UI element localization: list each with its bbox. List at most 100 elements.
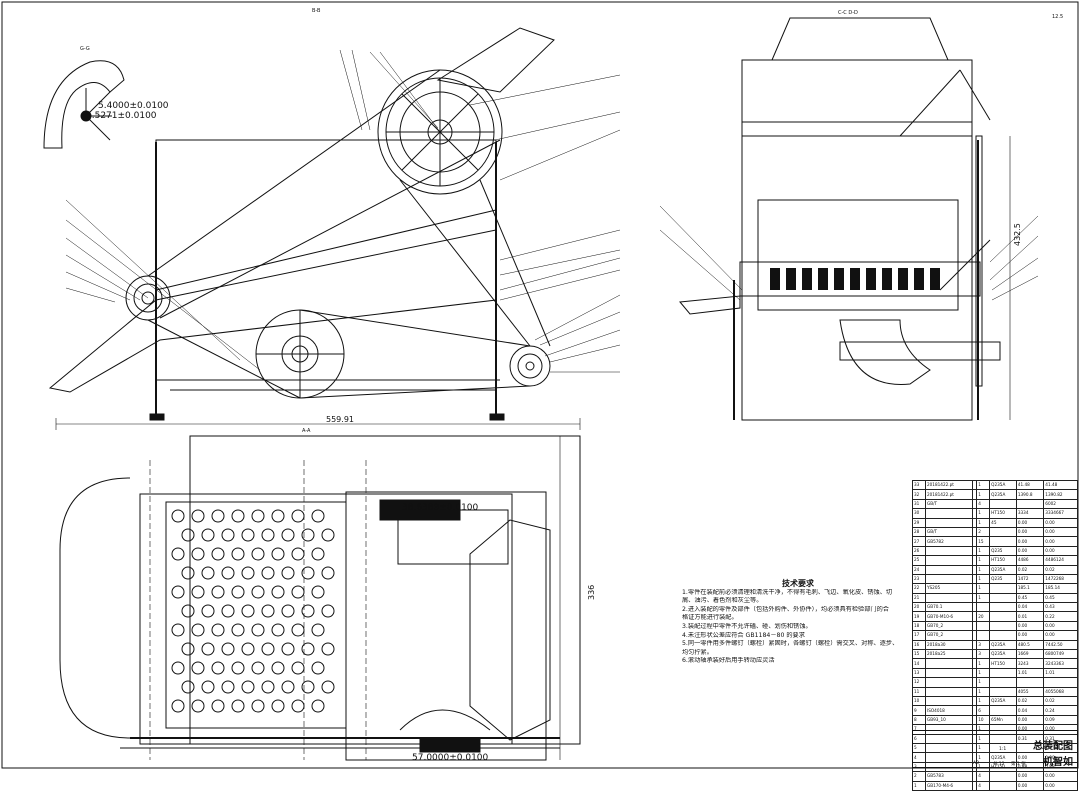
bom-cell: ISO4018 [924,705,973,716]
bom-cell: 33 [912,479,926,491]
dimension-gg-2: 5.5271±0.0100 [86,111,157,121]
hole [221,528,235,542]
bom-cell: 0.00 [1015,620,1045,632]
bom-cell: 32 [912,489,926,500]
bom-cell: 1 [976,508,991,519]
hole [281,528,295,542]
paper-size: A0 [973,761,979,766]
hole [201,566,215,580]
bom-cell [989,583,1017,594]
hole [261,680,275,694]
bom-cell: 23 [912,573,926,585]
bom-cell: 29 [912,517,926,528]
hole [321,680,335,694]
perforation-holes [171,509,335,713]
hole [291,699,305,713]
dimension-gg-1: 5.4000±0.0100 [98,101,169,111]
view-bb [48,27,621,430]
title-block: 总装配图 机智如 A0 共 12 第 1 张 1:1 [912,730,1078,768]
hole [201,528,215,542]
note-line: 5.同一零件用多件螺钉（螺栓）紧固时，各螺钉（螺栓）需交叉、对称、逐步、 [682,640,899,648]
bom-cell: 3 [976,649,991,660]
bom-cell: Q235A [989,649,1017,660]
view-gg [43,60,125,149]
bom-cell: 4 [976,780,991,791]
bom-cell: GB93_10 [924,714,973,726]
bom-cell: GB170-M4-6 [924,780,973,791]
bom-cell [989,526,1017,538]
bom-cell [976,630,991,641]
bom-cell: 185.14 [1043,583,1078,594]
sheet-count: 共 12 [993,762,1005,767]
bom-cell: 41.48 [1043,479,1078,491]
hole [191,623,205,637]
hole [181,680,195,694]
hole [311,623,325,637]
bom-cell: GB/T [924,526,973,538]
hole [301,642,315,656]
bom-cell: 1472268 [1043,573,1078,585]
hole [211,509,225,523]
bom-cell: 1.01 [1043,667,1078,679]
note-line: 4.未注形状公差应符合 GB1184－80 的要求 [682,631,805,639]
bom-cell: 0.00 [1043,526,1078,538]
bom-cell: 3334667 [1043,508,1078,519]
bom-cell: Q235 [989,573,1017,585]
bom-cell: 1 [976,489,991,500]
bom-cell [989,667,1017,679]
hole [281,642,295,656]
bom-cell: Q235A [989,489,1017,500]
hole [251,623,265,637]
bom-cell: 28 [912,526,926,538]
view-aa [59,435,581,761]
bom-cell: 3243363 [1043,658,1078,669]
hole [181,642,195,656]
bom-cell: 2 [976,526,991,538]
bom-cell: 0.00 [1015,536,1045,547]
hole [191,661,205,675]
bom-cell: 20181422.pt [924,489,973,500]
hole [261,642,275,656]
bom-cell: 480.5 [1015,639,1045,651]
bom-cell [1015,498,1045,510]
bom-cell: 0.02 [1015,564,1045,575]
hole [241,604,255,618]
hole [231,699,245,713]
bom-cell: 20 [976,611,991,622]
hole [201,642,215,656]
dimension-height: 432.5 [1013,223,1022,246]
bom-cell: 4055 [1015,686,1045,698]
bom-cell: 41.48 [1015,479,1045,491]
dimension-plan-width: 336 [587,585,596,600]
hole [171,699,185,713]
bom-cell: YS205 [924,583,973,594]
bom-cell: 18 [912,620,926,632]
bom-cell: 3 [976,639,991,651]
bom-cell: GB5782 [924,536,973,547]
bom-cell: 1 [976,695,991,707]
bom-cell: 0.04 [1015,705,1045,716]
bom-cell [1015,677,1045,688]
hole [231,661,245,675]
hole [271,623,285,637]
bom-cell: 27 [912,536,926,547]
hole [291,547,305,561]
scale: 1:1 [999,747,1007,752]
bom-cell: 4 [976,771,991,782]
hole [181,604,195,618]
bom-cell: 12 [912,677,926,688]
bom-cell: HT150 [989,508,1017,519]
bom-cell [989,677,1017,688]
hole [251,547,265,561]
hole [281,566,295,580]
note-line: 3.装配过程中零件不允许磕、碰、划伤和锈蚀。 [682,622,812,630]
bom-cell: 4 [976,498,991,510]
bom-cell: 1 [976,677,991,688]
hole [321,604,335,618]
